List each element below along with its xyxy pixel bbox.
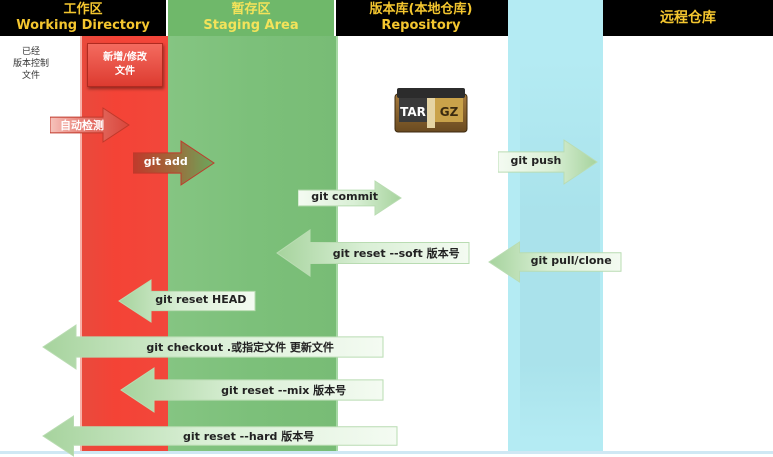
arrow-label: git commit <box>311 190 379 203</box>
tar-gz-archive-icon: TAR GZ <box>394 88 468 133</box>
header-repository-cn: 版本库(本地仓库) <box>369 2 473 17</box>
version-controlled-files-label: 已经 版本控制 文件 <box>10 46 52 82</box>
header-gap <box>506 0 508 36</box>
arrow-shape <box>298 180 402 216</box>
header-working-en: Working Directory <box>16 18 150 33</box>
arrow-shape <box>42 415 398 457</box>
arrow-body <box>42 415 398 457</box>
header-remote-cn: 远程仓库 <box>660 10 716 26</box>
header-working-directory: 工作区 Working Directory <box>0 0 166 36</box>
arrow-git-reset-soft: git reset --soft 版本号 <box>276 229 470 277</box>
header-staging-area: 暂存区 Staging Area <box>168 0 334 36</box>
arrow-label: git reset --hard 版本号 <box>182 430 315 443</box>
left-label-line-1: 已经 <box>21 47 40 57</box>
arrow-label: git reset --mix 版本号 <box>221 384 347 397</box>
arrow-body <box>498 139 598 185</box>
header-repository: 版本库(本地仓库) Repository <box>336 0 506 36</box>
arrow-body <box>276 229 470 277</box>
arrow-body <box>488 241 622 283</box>
arrow-: 自动检测 <box>50 107 130 143</box>
bottom-line <box>0 451 773 454</box>
arrow-git-reset-head: git reset HEAD <box>118 279 256 323</box>
new-box-line-1: 新增/修改 <box>103 52 147 63</box>
arrow-shape <box>50 107 130 143</box>
new-modified-file-box: 新增/修改 文件 <box>87 43 163 87</box>
arrow-label: git reset --soft 版本号 <box>332 247 460 260</box>
arrow-shape <box>488 241 622 283</box>
new-box-line-2: 文件 <box>115 66 135 77</box>
header-remote: 远程仓库 <box>603 0 773 36</box>
working-column-edge <box>80 36 82 454</box>
arrow-body <box>42 324 384 370</box>
gz-label: GZ <box>440 105 459 119</box>
arrow-label: git pull/clone <box>530 254 612 267</box>
header-working-cn: 工作区 <box>63 2 103 17</box>
header-staging-en: Staging Area <box>203 18 299 33</box>
arrow-label: git push <box>510 154 562 167</box>
arrow-git-commit: git commit <box>298 180 402 216</box>
arrow-git-reset-hard: git reset --hard 版本号 <box>42 415 398 457</box>
arrow-body <box>133 140 215 186</box>
arrow-body <box>120 367 384 413</box>
header-remote-strip <box>508 0 603 36</box>
arrow-label: git checkout .或指定文件 更新文件 <box>146 341 334 354</box>
left-label-line-2: 版本控制 <box>12 59 49 69</box>
arrow-shape <box>133 140 215 186</box>
arrow-git-add: git add <box>133 140 215 186</box>
arrow-body <box>298 180 402 216</box>
arrow-git-checkout: git checkout .或指定文件 更新文件 <box>42 324 384 370</box>
arrow-shape <box>276 229 470 277</box>
left-label-line-3: 文件 <box>21 71 40 81</box>
arrow-label: git reset HEAD <box>155 293 247 306</box>
arrow-git-push: git push <box>498 139 598 185</box>
arrow-body <box>118 279 256 323</box>
remote-strip-shadow <box>520 60 600 440</box>
arrow-body <box>50 107 130 143</box>
header-staging-cn: 暂存区 <box>231 2 271 17</box>
arrow-git-pull-clone: git pull/clone <box>488 241 622 283</box>
arrow-label: git add <box>143 155 188 168</box>
header-repository-en: Repository <box>381 18 461 33</box>
arrow-label: 自动检测 <box>60 119 104 132</box>
arrow-git-reset-mix: git reset --mix 版本号 <box>120 367 384 413</box>
arrow-shape <box>498 139 598 185</box>
arrow-shape <box>42 324 384 370</box>
tar-label: TAR <box>400 105 426 119</box>
arrow-shape <box>118 279 256 323</box>
remote-strip-column <box>508 36 603 454</box>
arrow-shape <box>120 367 384 413</box>
